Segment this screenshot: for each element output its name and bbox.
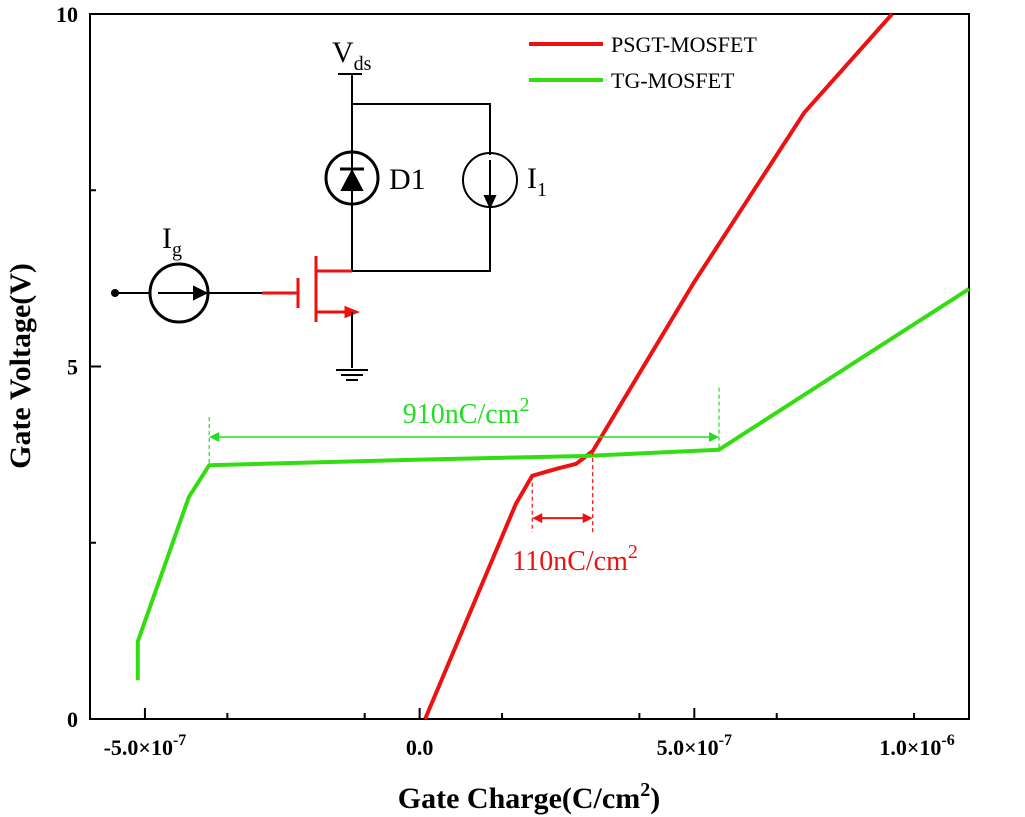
annotation-arrowhead <box>209 432 220 442</box>
annotation-layer: 910nC/cm2 110nC/cm2 <box>208 387 720 577</box>
x-axis-label: Gate Charge(C/cm2) <box>398 779 660 815</box>
y-axis-ticks: 0 5 10 <box>56 2 101 732</box>
inset-circuit-schematic <box>111 73 518 381</box>
y-tick-label: 10 <box>56 2 78 27</box>
x-tick-label: 1.0×10-6 <box>879 732 954 760</box>
y-axis-label: Gate Voltage(V) <box>4 263 37 469</box>
inset-circuit-labels: Vds D1 I1 Ig <box>162 36 547 261</box>
y-tick-label: 5 <box>67 355 78 380</box>
legend-label-tg: TG-MOSFET <box>611 68 735 93</box>
annotation-label-910: 910nC/cm2 <box>403 394 530 430</box>
legend-label-psgt: PSGT-MOSFET <box>611 32 757 57</box>
mosfet-symbol <box>262 256 361 322</box>
d1-diode-triangle <box>340 168 364 191</box>
series-line-tg-mosfet <box>135 287 971 681</box>
x-tick-label: -5.0×10-7 <box>104 732 187 760</box>
plot-frame <box>89 13 970 720</box>
i1-label: I1 <box>527 162 547 201</box>
vds-label: Vds <box>332 36 372 75</box>
i1-branch-wire-top <box>352 103 491 155</box>
annotation-label-110: 110nC/cm2 <box>512 541 638 577</box>
i1-branch-wire-bottom <box>352 207 491 272</box>
ig-label: Ig <box>162 222 182 261</box>
d1-label: D1 <box>389 163 426 196</box>
annotation-arrowhead <box>582 513 593 524</box>
x-axis-ticks: -5.0×10-7 0.0 5.0×10-7 1.0×10-6 <box>104 708 955 760</box>
series-line-psgt-mosfet <box>423 12 894 720</box>
i1-arrow-head <box>483 195 497 210</box>
legend: PSGT-MOSFET TG-MOSFET <box>529 32 757 93</box>
y-tick-label: 0 <box>67 707 78 732</box>
x-tick-label: 5.0×10-7 <box>657 732 732 760</box>
ig-arrow-head <box>193 285 209 301</box>
series-layer <box>135 12 971 720</box>
annotation-arrowhead <box>709 432 720 442</box>
x-tick-label: 0.0 <box>406 735 434 760</box>
annotation-arrowhead <box>532 513 543 524</box>
